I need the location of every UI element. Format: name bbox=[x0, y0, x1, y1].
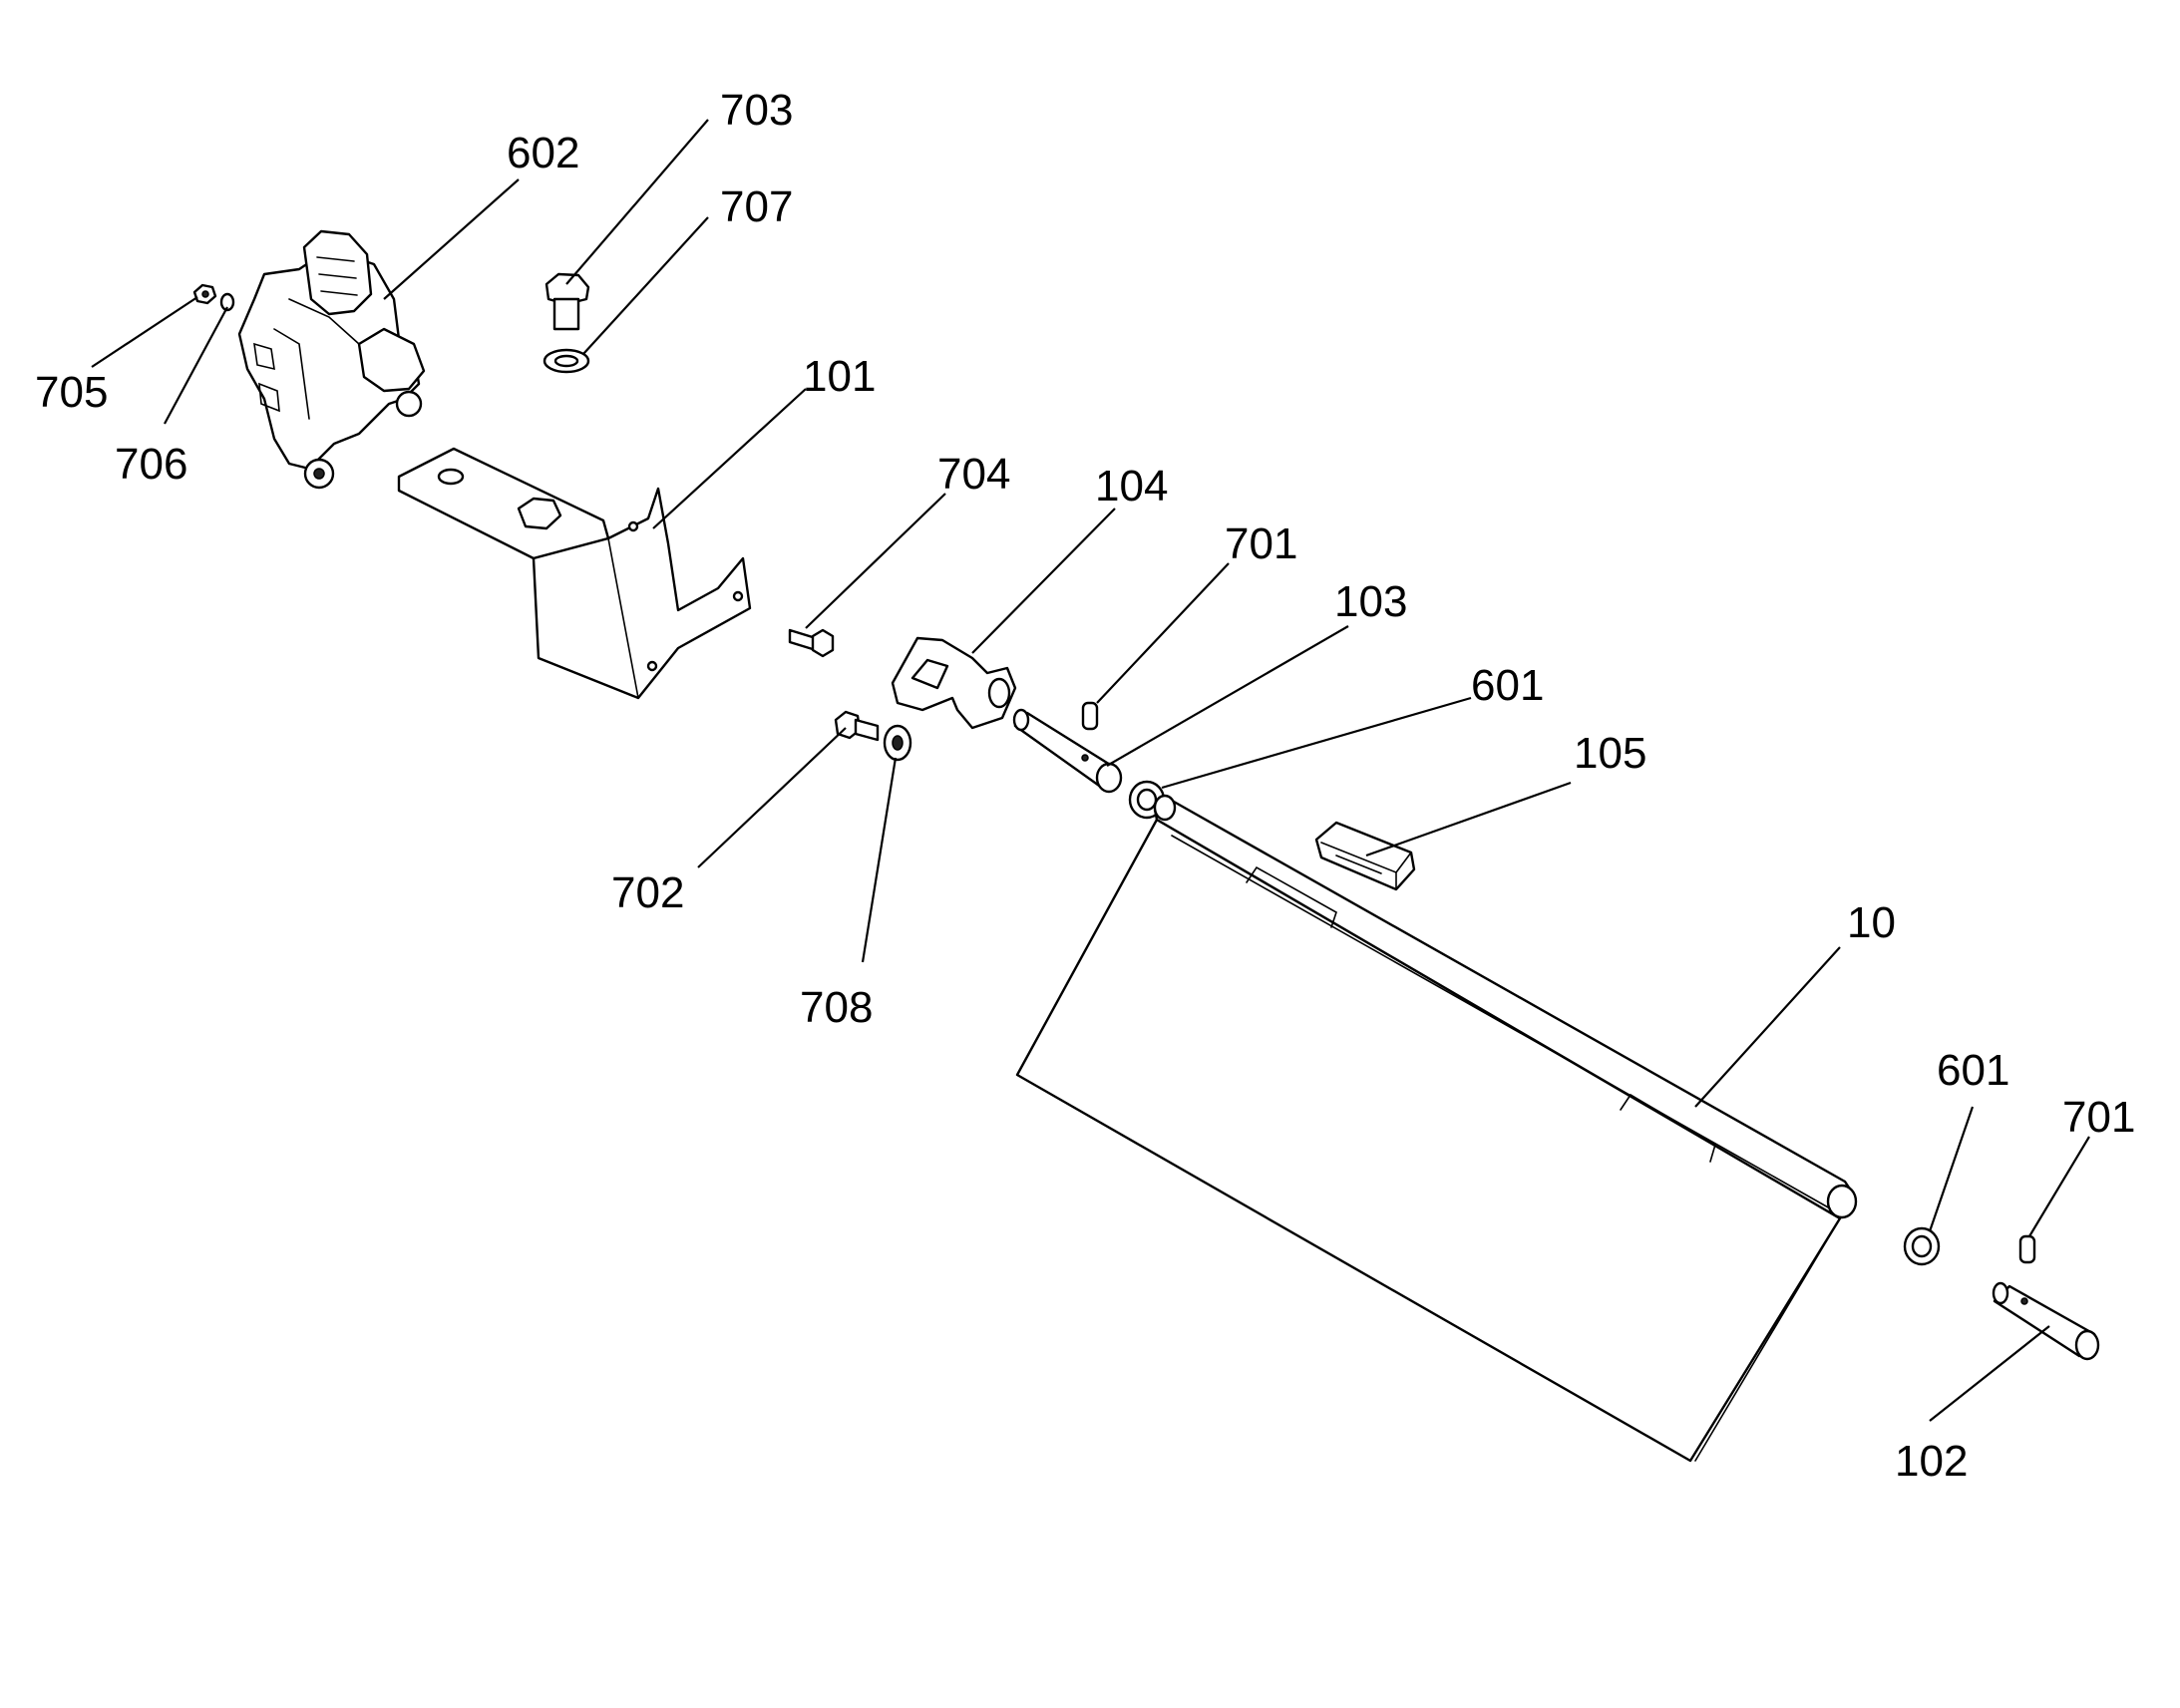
leader-104 bbox=[971, 508, 1116, 654]
leader-704 bbox=[805, 493, 946, 629]
callout-10: 10 bbox=[1847, 898, 1896, 947]
callout-103: 103 bbox=[1334, 577, 1407, 626]
leader-105 bbox=[1365, 781, 1572, 857]
callout-701-upper: 701 bbox=[1225, 519, 1297, 568]
part-101-bracket bbox=[397, 447, 752, 700]
leader-708 bbox=[861, 757, 898, 963]
part-701-pin-upper bbox=[1081, 701, 1099, 731]
leader-lines bbox=[91, 119, 2090, 1422]
leader-701b bbox=[2028, 1136, 2090, 1237]
callout-703: 703 bbox=[720, 86, 793, 135]
callout-707: 707 bbox=[720, 182, 793, 231]
part-701-pin-lower bbox=[2018, 1234, 2036, 1264]
callout-101: 101 bbox=[803, 352, 876, 401]
callout-601-lower: 601 bbox=[1937, 1046, 2009, 1095]
callout-104: 104 bbox=[1095, 462, 1168, 511]
leader-706 bbox=[164, 306, 228, 425]
part-105-slider bbox=[1314, 821, 1416, 891]
callout-102: 102 bbox=[1895, 1437, 1968, 1486]
part-703-bolt bbox=[545, 272, 590, 331]
leader-601a bbox=[1161, 696, 1472, 790]
callout-702: 702 bbox=[611, 868, 684, 917]
part-708-washer bbox=[883, 724, 912, 762]
leader-601b bbox=[1928, 1106, 1975, 1232]
part-704-screw bbox=[788, 628, 835, 658]
part-702-bolt bbox=[834, 710, 880, 742]
part-601-bushing-lower bbox=[1903, 1226, 1941, 1266]
callout-labels: 703 602 707 705 706 101 704 104 701 103 … bbox=[35, 86, 2135, 1486]
part-10-flap bbox=[1015, 794, 1858, 1463]
callout-704: 704 bbox=[937, 450, 1010, 499]
leader-701a bbox=[1096, 562, 1230, 704]
callout-602: 602 bbox=[507, 129, 579, 177]
part-705-nut bbox=[192, 283, 217, 305]
callout-705: 705 bbox=[35, 368, 108, 417]
leader-102 bbox=[1929, 1325, 2050, 1422]
part-103-shaft bbox=[1012, 708, 1123, 794]
part-104-clip bbox=[891, 636, 1017, 730]
callout-706: 706 bbox=[115, 440, 187, 489]
leader-705 bbox=[91, 296, 198, 368]
leader-101 bbox=[652, 388, 807, 529]
part-707-washer bbox=[543, 348, 590, 374]
leader-707 bbox=[582, 216, 709, 355]
part-102-shaft bbox=[1992, 1281, 2100, 1361]
part-602-actuator bbox=[237, 229, 426, 490]
leader-103 bbox=[1106, 625, 1349, 767]
callout-701-lower: 701 bbox=[2062, 1093, 2135, 1142]
part-706-washer bbox=[219, 292, 235, 312]
callout-708: 708 bbox=[800, 983, 873, 1032]
leader-703 bbox=[565, 119, 709, 285]
callout-601-upper: 601 bbox=[1471, 661, 1544, 710]
leader-702 bbox=[697, 727, 847, 868]
leader-10 bbox=[1694, 946, 1841, 1108]
callout-105: 105 bbox=[1574, 729, 1646, 778]
leader-602 bbox=[383, 178, 520, 300]
